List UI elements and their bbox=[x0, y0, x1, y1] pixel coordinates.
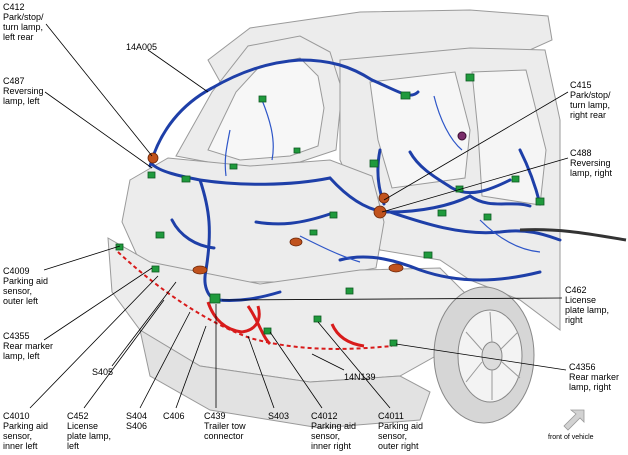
body-harness bbox=[519, 228, 627, 242]
callout-c488: C488 Reversing lamp, right bbox=[570, 148, 613, 178]
side-window bbox=[369, 71, 471, 189]
front-of-vehicle-label: front of vehicle bbox=[548, 434, 594, 441]
bumper-harness bbox=[117, 251, 393, 350]
callout-14n139: 14N139 bbox=[344, 372, 376, 382]
arrow-icon bbox=[563, 409, 585, 431]
callout-c462: C462 License plate lamp, right bbox=[565, 285, 610, 325]
callout-c4356: C4356 Rear marker lamp, right bbox=[569, 362, 620, 392]
callout-c415: C415 Park/stop/ turn lamp, right rear bbox=[570, 80, 611, 120]
callout-c406: C406 bbox=[163, 411, 185, 421]
wiring-harness-thin bbox=[224, 95, 541, 263]
callout-c412: C412 Park/stop/ turn lamp, left rear bbox=[3, 2, 44, 42]
callout-c4011: C4011 Parking aid sensor, outer right bbox=[378, 411, 424, 451]
vehicle-body bbox=[107, 9, 561, 429]
callout-c4355: C4355 Rear marker lamp, left bbox=[3, 331, 54, 361]
callout-c4012: C4012 Parking aid sensor, inner right bbox=[311, 411, 357, 451]
callout-c4010: C4010 Parking aid sensor, inner left bbox=[3, 411, 49, 451]
leader-lines bbox=[29, 23, 569, 409]
wheel-spokes bbox=[465, 311, 521, 400]
tailgate bbox=[121, 157, 385, 283]
callout-c452: C452 License plate lamp, left bbox=[67, 411, 112, 451]
lower-bumper bbox=[139, 328, 431, 429]
grommet bbox=[457, 131, 467, 141]
callout-c487: C487 Reversing lamp, left bbox=[3, 76, 44, 106]
wheel-hub bbox=[481, 341, 503, 371]
callout-s404-s406: S404 S406 bbox=[126, 411, 148, 431]
callout-s405: S405 bbox=[92, 367, 114, 377]
callout-14a005: 14A005 bbox=[126, 42, 158, 52]
callout-s403: S403 bbox=[268, 411, 290, 421]
lamp-sockets bbox=[147, 152, 404, 275]
callout-c439: C439 Trailer tow connector bbox=[204, 411, 246, 441]
callout-c4009: C4009 Parking aid sensor, outer left bbox=[3, 266, 49, 306]
connectors bbox=[115, 73, 545, 347]
